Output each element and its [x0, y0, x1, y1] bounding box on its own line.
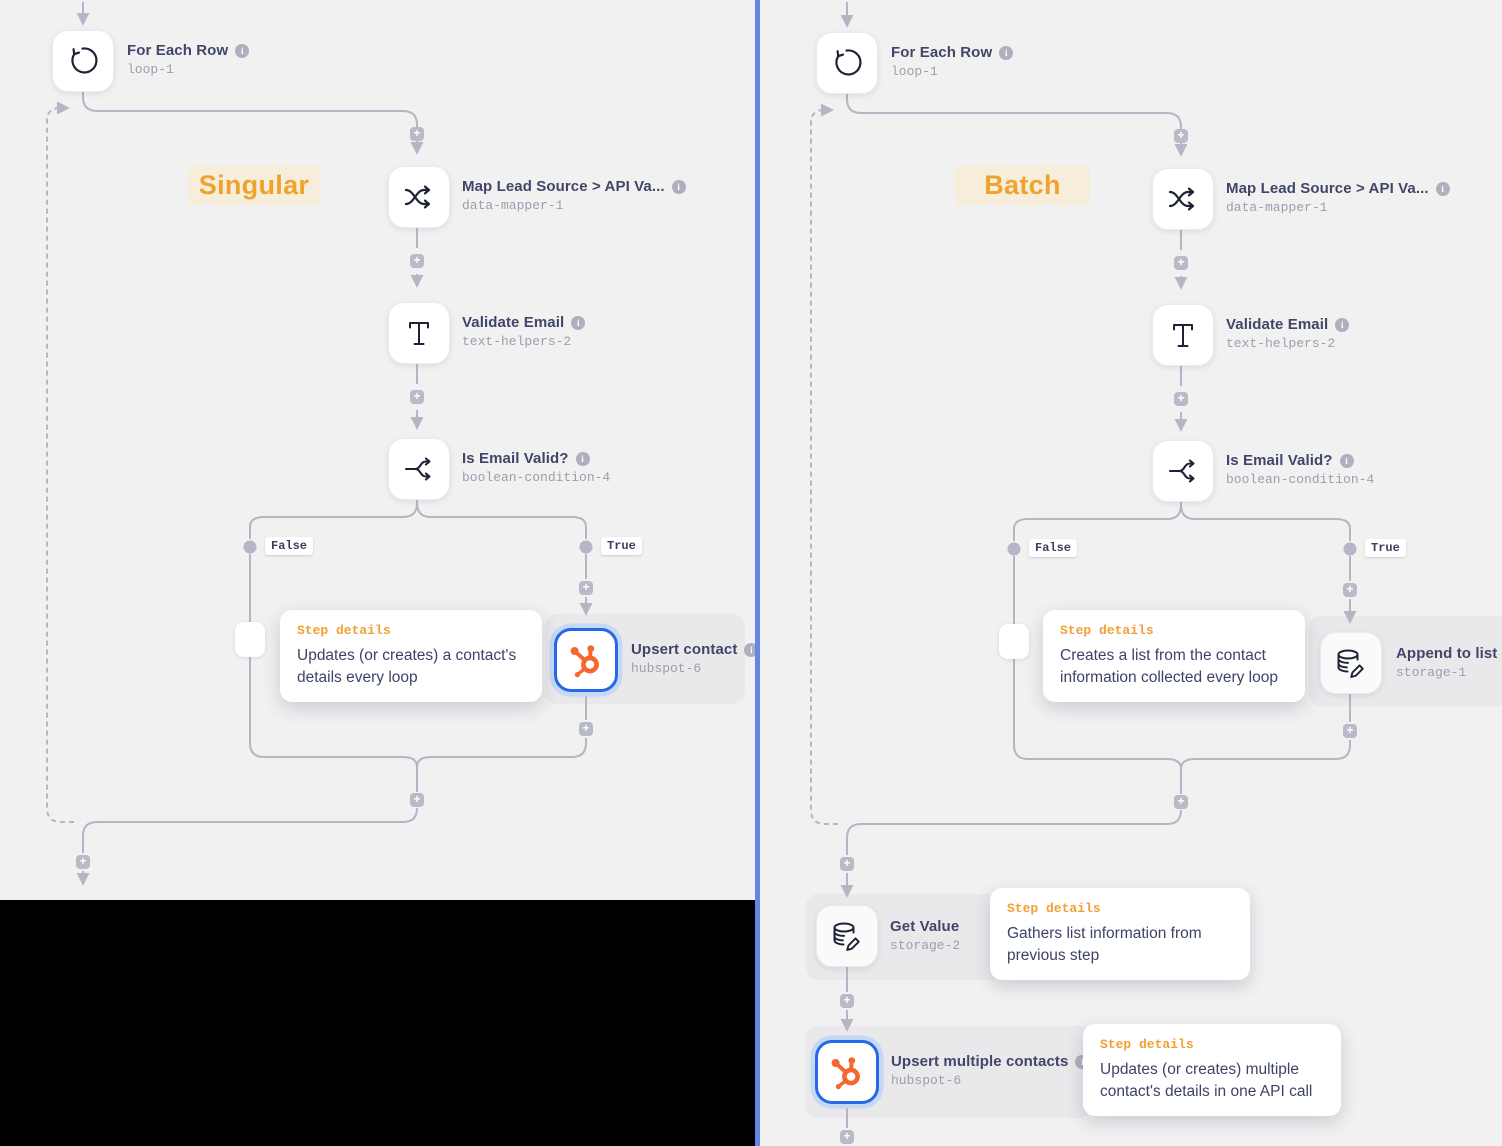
branch-icon: [1168, 459, 1195, 483]
hubspot-icon: [570, 645, 599, 678]
branch-label-false: False: [1029, 539, 1078, 557]
text-icon: [409, 322, 429, 345]
add-step-button[interactable]: +: [1343, 724, 1357, 738]
node-title: Is Email Valid?: [1226, 452, 1333, 469]
node-code: data-mapper-1: [1226, 200, 1328, 215]
node-code: data-mapper-1: [462, 198, 564, 213]
singular-tag: Singular: [188, 165, 320, 205]
hubspot-icon: [831, 1057, 860, 1090]
node-validate-email[interactable]: [388, 302, 450, 364]
node-title: Map Lead Source > API Va...: [462, 178, 665, 195]
info-icon[interactable]: i: [1435, 181, 1450, 196]
batch-tag: Batch: [955, 165, 1090, 205]
add-step-button[interactable]: +: [1174, 256, 1188, 270]
info-icon[interactable]: i: [999, 45, 1014, 60]
black-masked-region: [0, 900, 755, 1146]
branch-icon: [404, 457, 431, 481]
text-icon: [1173, 324, 1193, 347]
node-code: text-helpers-2: [1226, 336, 1336, 351]
node-for-each-row[interactable]: [52, 30, 114, 92]
info-icon[interactable]: i: [235, 43, 250, 58]
add-step-button[interactable]: +: [579, 581, 593, 595]
tooltip-body: Updates (or creates) multiple contact's …: [1100, 1061, 1313, 1100]
node-validate-email[interactable]: [1152, 304, 1214, 366]
node-title: Upsert contact: [631, 641, 738, 658]
branch-label-true: True: [601, 537, 642, 555]
node-title: Map Lead Source > API Va...: [1226, 180, 1429, 197]
add-step-button[interactable]: +: [410, 127, 424, 141]
node-code: storage-1: [1396, 665, 1467, 680]
left-panel-edges: [46, 2, 593, 886]
node-upsert-contact[interactable]: [554, 628, 618, 692]
add-step-button[interactable]: +: [1174, 795, 1188, 809]
add-step-button[interactable]: +: [1343, 583, 1357, 597]
node-title: Get Value: [890, 918, 960, 935]
node-title: Upsert multiple contacts: [891, 1053, 1069, 1070]
info-icon[interactable]: i: [671, 179, 686, 194]
add-step-button[interactable]: +: [840, 857, 854, 871]
shuffle-icon: [1168, 187, 1195, 211]
add-step-button[interactable]: +: [410, 254, 424, 268]
node-title: Validate Email: [462, 314, 565, 331]
node-code: loop-1: [891, 64, 938, 79]
info-icon[interactable]: i: [575, 451, 590, 466]
info-icon[interactable]: i: [1339, 453, 1354, 468]
tooltip-body: Creates a list from the contact informat…: [1060, 647, 1278, 686]
node-code: boolean-condition-4: [1226, 472, 1375, 487]
node-upsert-multiple-contacts[interactable]: [815, 1040, 879, 1104]
tooltip-heading: Step details: [1100, 1037, 1194, 1052]
step-details-tooltip: Step details Gathers list information fr…: [990, 888, 1250, 980]
node-get-value[interactable]: [816, 905, 878, 967]
node-data-mapper[interactable]: [1152, 168, 1214, 230]
node-title: Validate Email: [1226, 316, 1329, 333]
node-title: Is Email Valid?: [462, 450, 569, 467]
add-step-button[interactable]: +: [76, 855, 90, 869]
storage-icon: [833, 922, 860, 951]
step-details-tooltip: Step details Updates (or creates) a cont…: [280, 610, 542, 702]
node-title: For Each Row: [127, 42, 229, 59]
node-title: For Each Row: [891, 44, 993, 61]
step-details-tooltip: Step details Updates (or creates) multip…: [1083, 1024, 1341, 1116]
add-step-button[interactable]: +: [840, 1130, 854, 1144]
tooltip-heading: Step details: [1007, 901, 1101, 916]
info-icon[interactable]: i: [571, 315, 586, 330]
add-step-button[interactable]: +: [410, 793, 424, 807]
node-code: loop-1: [127, 62, 174, 77]
step-details-tooltip: Step details Creates a list from the con…: [1043, 610, 1305, 702]
node-code: hubspot-6: [891, 1073, 962, 1088]
empty-branch-placeholder[interactable]: [235, 622, 265, 657]
node-for-each-row[interactable]: [816, 32, 878, 94]
node-data-mapper[interactable]: [388, 166, 450, 228]
branch-label-false: False: [265, 537, 314, 555]
node-code: hubspot-6: [631, 661, 702, 676]
node-code: storage-2: [890, 938, 961, 953]
loop-icon: [71, 47, 98, 74]
tooltip-heading: Step details: [297, 623, 391, 638]
storage-icon: [1337, 649, 1364, 678]
tooltip-body: Updates (or creates) a contact's details…: [297, 647, 517, 686]
add-step-button[interactable]: +: [410, 390, 424, 404]
shuffle-icon: [404, 185, 431, 209]
node-title: Append to list: [1396, 645, 1498, 662]
tooltip-body: Gathers list information from previous s…: [1007, 925, 1202, 964]
add-step-button[interactable]: +: [840, 994, 854, 1008]
add-step-button[interactable]: +: [579, 722, 593, 736]
node-append-to-list[interactable]: [1320, 632, 1382, 694]
node-code: text-helpers-2: [462, 334, 572, 349]
branch-label-true: True: [1365, 539, 1406, 557]
info-icon[interactable]: i: [1335, 317, 1350, 332]
panel-divider: [755, 0, 760, 1146]
tooltip-heading: Step details: [1060, 623, 1154, 638]
node-code: boolean-condition-4: [462, 470, 611, 485]
empty-branch-placeholder[interactable]: [999, 624, 1029, 659]
info-icon[interactable]: i: [744, 642, 759, 657]
add-step-button[interactable]: +: [1174, 392, 1188, 406]
add-step-button[interactable]: +: [1174, 129, 1188, 143]
node-boolean-condition[interactable]: [1152, 440, 1214, 502]
node-boolean-condition[interactable]: [388, 438, 450, 500]
loop-icon: [835, 49, 862, 76]
